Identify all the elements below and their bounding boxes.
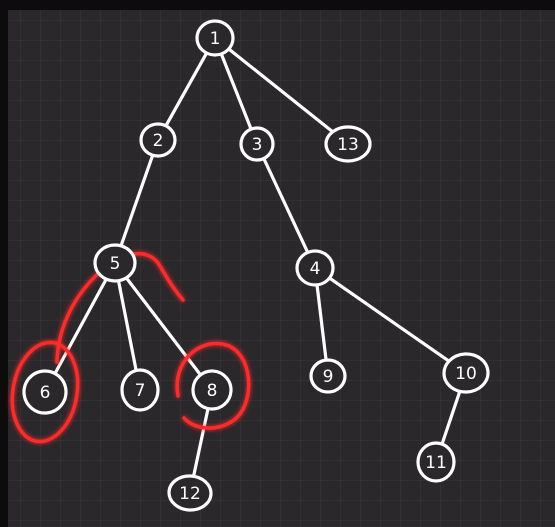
node-label: 12 (179, 484, 201, 504)
node-circle (120, 368, 160, 412)
edge-5-7 (116, 279, 138, 373)
node-circle (191, 369, 233, 411)
tree-node-2: 2 (139, 122, 177, 158)
node-label: 2 (153, 131, 164, 151)
tree-node-5: 5 (93, 243, 137, 283)
tree-node-4: 4 (295, 249, 335, 287)
edge-2-5 (119, 153, 155, 248)
node-label: 11 (425, 453, 447, 473)
node-label: 7 (135, 381, 146, 401)
node-circle (139, 122, 177, 158)
edge-layer (53, 47, 462, 478)
node-label: 1 (210, 29, 221, 49)
tree-node-3: 3 (239, 126, 275, 162)
node-circle (239, 126, 275, 162)
highlight-circle-node-8 (175, 341, 251, 430)
node-circle (195, 19, 235, 57)
node-circle (309, 358, 347, 394)
edge-1-3 (219, 52, 253, 131)
node-label: 6 (40, 383, 51, 403)
node-circle (416, 441, 456, 483)
node-label: 10 (455, 364, 477, 384)
tree-node-6: 6 (22, 369, 68, 415)
node-circle (295, 249, 335, 287)
tree-node-1: 1 (195, 19, 235, 57)
edge-3-4 (262, 156, 310, 255)
node-label: 8 (207, 381, 218, 401)
tree-node-12: 12 (167, 474, 213, 512)
node-circle (442, 352, 490, 394)
tree-node-7: 7 (120, 368, 160, 412)
canvas-area (8, 10, 555, 527)
node-label: 13 (337, 135, 359, 155)
tree-node-11: 11 (416, 441, 456, 483)
node-circle (93, 243, 137, 283)
node-circle (22, 369, 68, 415)
tree-node-8: 8 (191, 369, 233, 411)
tree-node-9: 9 (309, 358, 347, 394)
node-label: 4 (310, 259, 321, 279)
edge-1-13 (227, 47, 335, 134)
edge-8-12 (191, 406, 210, 478)
edge-5-6 (53, 277, 108, 376)
node-label: 5 (110, 254, 121, 274)
tree-node-13: 13 (324, 125, 372, 163)
edge-4-9 (315, 283, 328, 362)
node-label: 3 (252, 135, 263, 155)
highlight-circle-node-6 (10, 340, 80, 444)
node-circle (324, 125, 372, 163)
node-label: 9 (323, 367, 334, 387)
edge-1-2 (164, 51, 209, 128)
edge-4-10 (327, 276, 451, 363)
node-circle (167, 474, 213, 512)
tree-node-10: 10 (442, 352, 490, 394)
edge-10-11 (440, 389, 462, 446)
